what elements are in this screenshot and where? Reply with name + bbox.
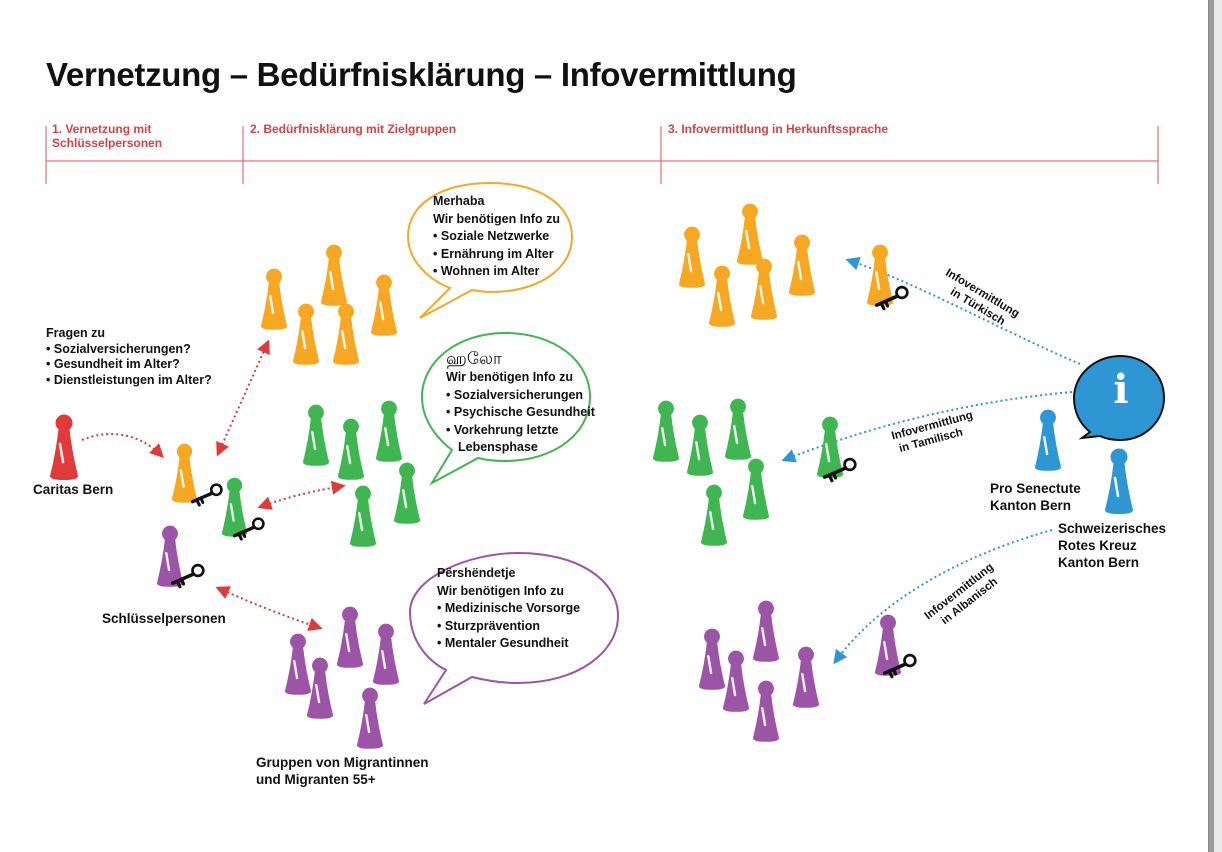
bubble-intro: Wir benötigen Info zu bbox=[433, 211, 560, 226]
need-item-continuation: Lebensphase bbox=[458, 440, 538, 454]
label-groups: Gruppen von Migrantinnen und Migranten 5… bbox=[256, 754, 429, 788]
label-caritas: Caritas Bern bbox=[33, 482, 114, 497]
label-groups-line1: Gruppen von Migrantinnen bbox=[256, 755, 429, 770]
group-purple-middle bbox=[283, 605, 401, 751]
bubble-text-turkish: Merhaba Wir benötigen Info zu Soziale Ne… bbox=[433, 193, 560, 281]
column-separators bbox=[45, 126, 1159, 184]
question-item: Sozialversicherungen? bbox=[46, 342, 212, 358]
bubble-intro: Wir benötigen Info zu bbox=[437, 583, 564, 598]
need-item: Mentaler Gesundheit bbox=[437, 635, 580, 653]
pawn-srk bbox=[1103, 447, 1135, 516]
pawn-caritas bbox=[48, 413, 80, 482]
need-item: Sturzprävention bbox=[437, 618, 580, 636]
greeting-tamil: ஹலோ bbox=[446, 349, 502, 369]
need-item: Soziale Netzwerke bbox=[433, 228, 560, 246]
label-pro-senectute: Pro Senectute Kanton Bern bbox=[990, 480, 1081, 514]
column-heading-infovermittlung: 3. Infovermittlung in Herkunftssprache bbox=[668, 122, 889, 136]
group-orange-middle bbox=[259, 243, 399, 367]
questions-heading: Fragen zu bbox=[46, 326, 106, 340]
pawn-pro-senectute bbox=[1033, 408, 1063, 473]
question-item: Gesundheit im Alter? bbox=[46, 357, 212, 373]
need-item: Wohnen im Alter bbox=[433, 263, 560, 281]
label-groups-line2: und Migranten 55+ bbox=[256, 772, 376, 787]
greeting-albanian: Përshëndetje bbox=[437, 566, 516, 580]
bubble-text-tamil: ஹலோ Wir benötigen Info zu Sozialversiche… bbox=[446, 349, 595, 457]
greeting-turkish: Merhaba bbox=[433, 194, 485, 208]
need-item: Vorkehrung letzte bbox=[446, 422, 595, 440]
info-icon: i bbox=[1113, 366, 1129, 413]
label-pro-senectute-line1: Pro Senectute bbox=[990, 481, 1081, 496]
key-icon bbox=[190, 482, 224, 507]
question-item: Dienstleistungen im Alter? bbox=[46, 373, 212, 389]
bubble-intro: Wir benötigen Info zu bbox=[446, 370, 573, 384]
need-item: Sozialversicherungen bbox=[446, 387, 595, 405]
pawn-keyperson-orange bbox=[170, 442, 199, 504]
column-heading-vernetzung: 1. Vernetzung mit Schlüsselpersonen bbox=[52, 122, 163, 150]
group-green-right bbox=[651, 397, 845, 548]
label-srk-line1: Schweizerisches bbox=[1058, 521, 1167, 536]
label-pro-senectute-line2: Kanton Bern bbox=[990, 498, 1071, 513]
pawn-keyperson-purple bbox=[155, 524, 185, 589]
red-connections bbox=[81, 339, 346, 632]
label-schluesselpersonen: Schlüsselpersonen bbox=[102, 611, 226, 626]
bubble-text-albanian: Përshëndetje Wir benötigen Info zu Mediz… bbox=[437, 565, 580, 653]
need-item: Medizinische Vorsorge bbox=[437, 600, 580, 618]
group-green-middle bbox=[301, 399, 422, 549]
column-heading-beduerfnisklaerung: 2. Bedürfnisklärung mit Zielgruppen bbox=[250, 122, 457, 136]
pawn-keyperson-green bbox=[220, 476, 249, 538]
group-purple-right bbox=[697, 599, 903, 744]
label-srk: Schweizerisches Rotes Kreuz Kanton Bern bbox=[1058, 520, 1166, 571]
need-item: Psychische Gesundheit bbox=[446, 404, 595, 422]
questions-list: Fragen zu Sozialversicherungen? Gesundhe… bbox=[46, 326, 212, 388]
label-srk-line3: Kanton Bern bbox=[1058, 555, 1139, 570]
page-title: Vernetzung – Bedürfnisklärung – Infoverm… bbox=[46, 56, 797, 93]
label-srk-line2: Rotes Kreuz bbox=[1058, 538, 1137, 553]
info-bubble bbox=[1072, 354, 1166, 442]
need-item: Ernährung im Alter bbox=[433, 246, 560, 264]
